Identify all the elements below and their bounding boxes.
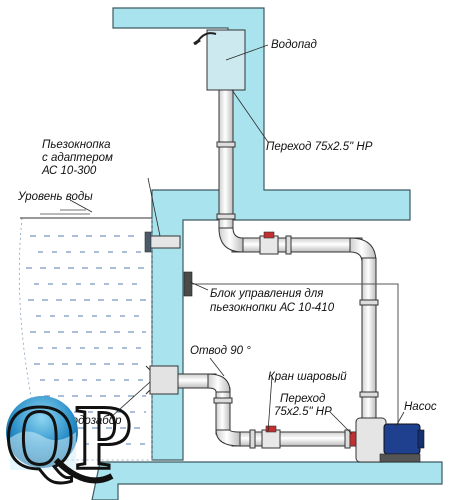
pipe-vertical-right (361, 257, 377, 427)
pool-outline (18, 217, 153, 461)
pipe-horizontal-upper (231, 237, 363, 253)
pipe-vertical-lower-left (215, 387, 231, 435)
label-adapter-top: Переход 75x2.5" НР (266, 141, 373, 153)
intake-fitting (145, 365, 179, 395)
label-control-line1: Блок управления для (210, 288, 323, 300)
elbow-upper-left (218, 227, 244, 253)
label-ball-valve: Кран шаровый (268, 371, 347, 383)
control-block (183, 271, 399, 430)
label-pump: Насос (404, 401, 437, 413)
label-water-level: Уровень воды (17, 191, 93, 203)
leader-lines (69, 44, 405, 435)
elbow-lower-left (215, 429, 241, 447)
ball-valve-lower (261, 425, 281, 449)
floor-slab (91, 461, 443, 500)
label-elbow: Отвод 90 ° (190, 345, 251, 357)
pipes (175, 89, 379, 449)
label-intake: Водозабор (64, 415, 122, 427)
water-dashes (26, 235, 148, 445)
label-adapter-bottom-line1: Переход (280, 393, 325, 405)
label-adapter-bottom-line2: 75x2.5" НР (274, 406, 332, 418)
label-piezo-line2: с адаптером (42, 152, 113, 164)
pipe-vertical-top (218, 89, 234, 231)
pump (355, 417, 425, 463)
qp-logo: QP (3, 385, 134, 490)
wall-body (112, 7, 411, 461)
label-waterfall: Водопад (271, 39, 317, 51)
label-control-line2: пьезокнопки АС 10-410 (210, 302, 335, 314)
ball-valve-upper (259, 231, 279, 255)
waterfall-unit (193, 29, 246, 91)
piezo-button (144, 231, 181, 253)
label-piezo-line3: АС 10-300 (41, 165, 97, 177)
label-piezo-line1: Пьезокнопка (42, 139, 111, 151)
elbow-90 (207, 373, 231, 393)
pool-water (18, 209, 153, 461)
wall-structure (91, 7, 443, 500)
